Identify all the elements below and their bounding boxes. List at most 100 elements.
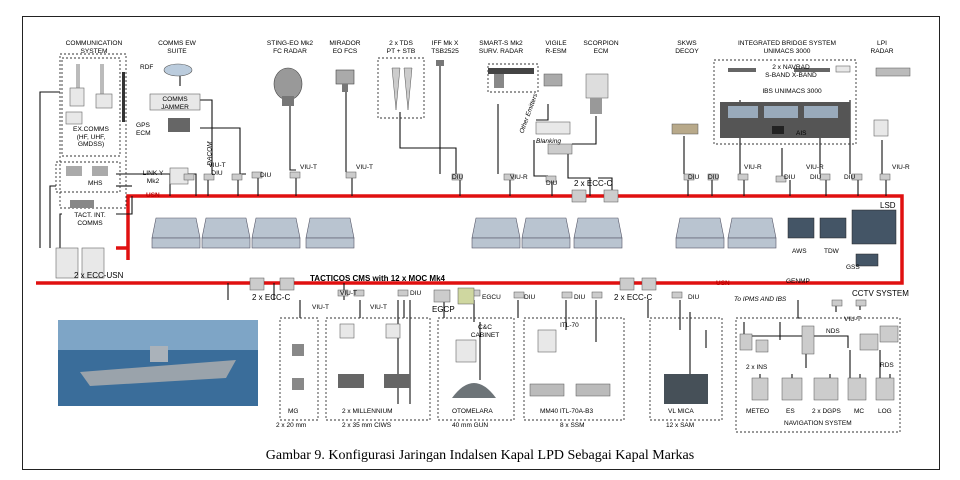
ecc-c-label-left: 2 x ECC-C: [252, 293, 291, 302]
millennium-ciws-icon: [338, 323, 410, 388]
ship-photo-icon: [58, 320, 258, 406]
vigile-esm-icon: [535, 73, 573, 155]
tds-sight-icon: [391, 67, 413, 111]
equipment-icons: [55, 60, 911, 406]
viu-t-label-5: VIU-T: [370, 304, 387, 311]
vl-mica-label: VL MICA: [668, 408, 694, 415]
diu-label-5: DIU: [708, 174, 720, 181]
es-label: ES: [786, 408, 795, 415]
usn-label-lower: USN: [716, 280, 730, 287]
gss-label: GSS: [846, 264, 860, 271]
millennium-label: 2 x MILLENNIUM: [342, 408, 393, 415]
ins-label: 2 x INS: [746, 364, 768, 371]
scorpion-label: SCORPION ECM: [583, 40, 619, 55]
mhs-terminal-icon: [66, 166, 108, 176]
comms-ew-suite-label: COMMS EW SUITE: [158, 40, 196, 55]
viu-r-label-1: VIU-R: [510, 174, 528, 181]
ecc-usn-cabinet-icon: [55, 247, 105, 279]
navrad-antenna-icon: [728, 65, 851, 73]
vigile-label: VIGILE R-ESM: [545, 40, 567, 55]
diu-label-2: DIU: [452, 174, 464, 181]
tact-int-comms-icon: [70, 200, 94, 208]
dgps-label: 2 x DGPS: [812, 408, 841, 415]
lower-interface-units: [249, 277, 867, 307]
comms-jammer-icon: [149, 93, 201, 111]
mirador-label: MIRADOR EO FCS: [329, 40, 361, 55]
sting-eo-radar-icon: [273, 67, 303, 106]
egcp-label: EGCP: [432, 305, 455, 314]
log-label: LOG: [878, 408, 892, 415]
dacom-label: DACOM: [206, 141, 214, 166]
egcp-panel-icon: [457, 287, 475, 305]
diu-label-4: DIU: [688, 174, 700, 181]
mm40-caption: 8 x SSM: [560, 422, 585, 429]
itl70-console-icon: [537, 329, 557, 353]
otomelara-caption: 40 mm GUN: [452, 422, 489, 429]
comms-jammer-label: COMMS JAMMER: [161, 96, 189, 111]
figure-caption: Gambar 9. Konfigurasi Jaringan Indalsen …: [265, 448, 695, 463]
dashed-groups: [55, 53, 901, 433]
diu-label-7: DIU: [810, 174, 822, 181]
mhs-label: MHS: [88, 180, 103, 187]
nav-system-label: NAVIGATION SYSTEM: [784, 420, 852, 427]
tacticos-label: TACTICOS CMS with 12 x MOC Mk4: [310, 274, 445, 283]
viu-t-label-4: VIU-T: [312, 304, 329, 311]
viu-t-label-1: VIU-T: [300, 164, 317, 171]
rds-label: RDS: [880, 362, 894, 369]
ex-comms-rack-icon: [65, 111, 83, 125]
lsd-label: LSD: [880, 201, 896, 210]
link-y-label: LINK Y Mk2: [142, 170, 164, 185]
comms-mast-icon: [69, 64, 125, 122]
viu-t-label-3: VIU-T: [340, 290, 357, 297]
diagram-frame: [22, 16, 940, 470]
meteo-label: METEO: [746, 408, 770, 415]
tact-int-comms-label: TACT. INT. COMMS: [74, 212, 106, 227]
gps-ecm-icon: [168, 118, 190, 132]
scorpion-ecm-icon: [585, 73, 609, 114]
diu-label-6: DIU: [784, 174, 796, 181]
navrad-label: 2 x NAVRAD S-BAND X-BAND: [765, 64, 817, 79]
viu-t-label-6: VIU-T: [844, 316, 861, 323]
rdf-antenna-icon: [163, 63, 193, 77]
egcu-label: EGCU: [482, 294, 501, 301]
viu-r-label-4: VIU-R: [892, 164, 910, 171]
millennium-caption: 2 x 35 mm CIWS: [342, 422, 392, 429]
iff-antenna-icon: [436, 60, 444, 66]
smart-s-radar-icon: [488, 68, 534, 88]
genmp-label: GENMP: [786, 278, 810, 285]
vl-mica-caption: 12 x SAM: [666, 422, 695, 429]
diu-label-9: DIU: [410, 290, 422, 297]
diu-label-11: DIU: [574, 294, 586, 301]
to-ipms-label: To IPMS AND IBS: [734, 296, 787, 303]
ecc-usn-label: 2 x ECC-USN: [74, 271, 124, 280]
nds-label: NDS: [826, 328, 840, 335]
gps-ecm-label: GPS ECM: [136, 122, 151, 137]
mg-caption: 2 x 20 mm: [276, 422, 307, 429]
mg-label: MG: [288, 408, 299, 415]
skws-label: SKWS DECOY: [675, 40, 699, 55]
aws-tdw-screens: [787, 209, 897, 267]
viu-r-label-3: VIU-R: [806, 164, 824, 171]
diu-label-10: DIU: [524, 294, 536, 301]
cctv-label: CCTV SYSTEM: [852, 289, 909, 298]
ibs-label: INTEGRATED BRIDGE SYSTEM UNIMACS 3000: [737, 40, 837, 55]
ex-comms-label: EX.COMMS (HF, UHF, GMDSS): [73, 126, 109, 149]
diu-label-8: DIU: [844, 174, 856, 181]
blanking-label: Blanking: [536, 138, 561, 145]
lpi-radar-icon: [873, 67, 911, 137]
ais-label: AIS: [796, 130, 807, 137]
ecc-c-label-right: 2 x ECC-C: [614, 293, 653, 302]
diu-label-12: DIU: [688, 294, 700, 301]
ibs-console-icon: [720, 102, 850, 138]
upper-interface-units: [183, 171, 891, 203]
viu-t-diu-label: VIU-T DIU: [208, 162, 226, 177]
usn-label-upper: USN: [146, 192, 160, 199]
vl-mica-icon: [664, 374, 708, 404]
cc-cabinet-icon: [455, 339, 477, 363]
smart-s-label: SMART-S Mk2 SURV. RADAR: [478, 40, 524, 55]
cc-cabinet-label: C&C CABINET: [470, 324, 500, 339]
diu-label-1: DIU: [260, 172, 272, 179]
tds-label: 2 x TDS PT + STB: [386, 40, 416, 55]
aws-label: AWS: [792, 248, 807, 255]
